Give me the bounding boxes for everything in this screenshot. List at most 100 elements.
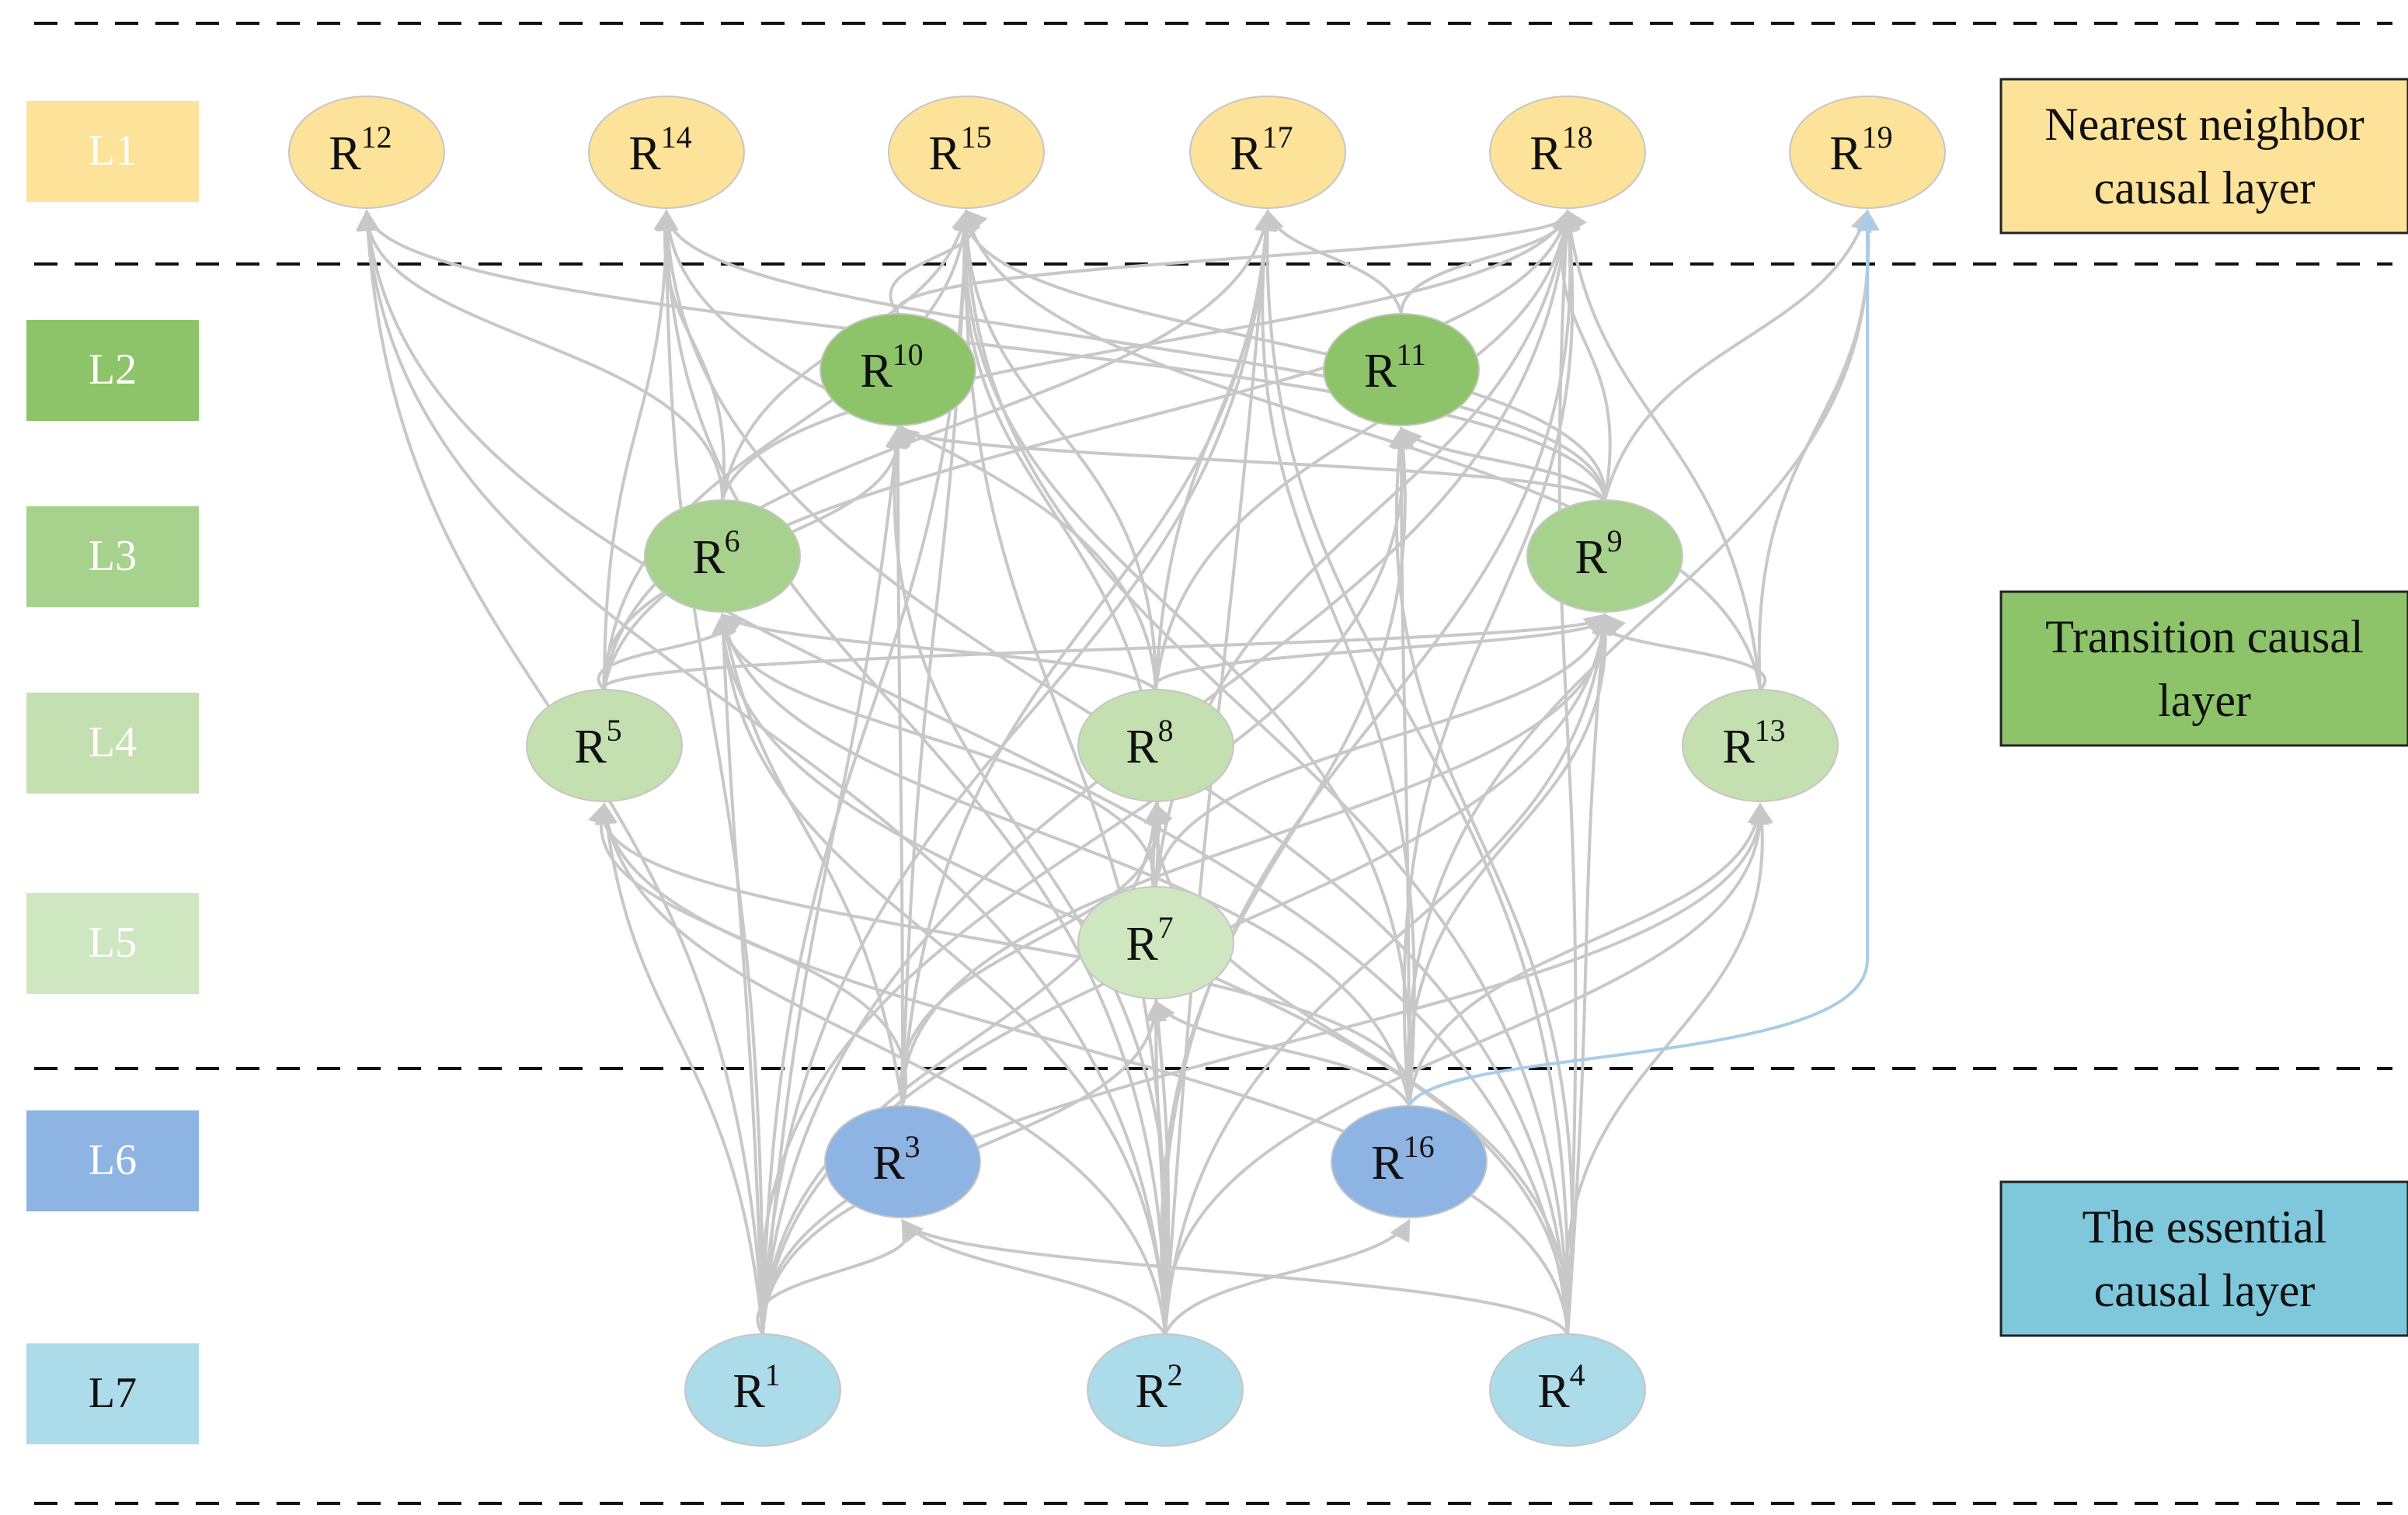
level-swatch-L5 [26,893,199,994]
edge-r1-to-r17 [761,209,1278,1335]
node-r12: R12 [288,96,445,209]
edge-r2-to-r3 [901,1218,1167,1336]
node-superscript: 3 [905,1129,920,1164]
level-swatch-L7 [26,1343,199,1444]
node-r4-label: R4 [1537,1357,1585,1418]
transition-layer-box: Transition causal layer [1999,590,2408,747]
nearest-layer-line1: Nearest neighbor [2044,99,2365,150]
node-r19-label: R19 [1829,120,1892,180]
edge-r16-to-r7 [1154,999,1411,1107]
node-letter: R [1575,531,1607,584]
edge-r2-to-r18 [1161,209,1581,1335]
node-r6: R6 [644,499,801,613]
node-r2: R2 [1087,1333,1244,1447]
node-letter: R [1537,1365,1570,1418]
edge-r16-to-r5 [588,802,1412,1107]
edge-r1-to-r3 [756,1218,924,1336]
edge-r16-to-r19 [1406,209,1880,1107]
node-superscript: 17 [1262,120,1293,155]
node-letter: R [1829,127,1862,180]
level-box-L2: L2 [26,320,199,421]
node-r19: R19 [1789,96,1946,209]
level-label-L6: L6 [89,1136,137,1184]
node-superscript: 8 [1158,713,1174,748]
node-letter: R [1126,918,1158,971]
node-r15-ellipse [888,96,1045,209]
edge-r10-to-r15 [889,209,988,315]
essential-layer-line2: causal layer [2094,1265,2316,1316]
node-r11: R11 [1323,313,1480,426]
node-r19-ellipse [1789,96,1946,209]
level-label-L7: L7 [89,1369,137,1417]
edge-r2-to-r16 [1164,1218,1411,1335]
node-superscript: 15 [961,120,992,155]
edge-r2-to-r9 [1164,613,1614,1335]
transition-layer-swatch [1999,590,2408,747]
node-superscript: 1 [765,1357,781,1392]
node-superscript: 5 [607,713,622,748]
node-superscript: 6 [725,523,740,558]
node-superscript: 9 [1607,523,1623,558]
node-letter: R [329,127,361,180]
edge-r1-to-r14 [656,209,764,1335]
node-r10: R10 [819,313,976,426]
node-r10-label: R10 [860,337,923,398]
level-box-L3: L3 [26,506,199,607]
node-superscript: 11 [1396,337,1426,372]
edge-r9-to-r19 [1603,209,1872,501]
edge-r5-to-r17 [603,209,1276,690]
node-r13-ellipse [1682,689,1839,802]
edge-r5-to-r14 [603,209,677,690]
level-box-L4: L4 [26,693,199,794]
node-r5: R5 [526,689,683,802]
edge-r9-to-r12 [358,209,1606,501]
edge-r3-to-r9 [900,613,1617,1107]
node-r6-ellipse [644,499,801,613]
node-r1-label: R1 [732,1357,780,1418]
node-r16-label: R16 [1371,1129,1434,1190]
edge-r16-to-r19-highlight [1408,209,1878,1107]
edge-r13-to-r18 [1559,209,1762,690]
edge-r3-to-r10 [887,426,910,1107]
transition-layer-line1: Transition causal [2045,611,2363,662]
level-label-L3: L3 [89,532,137,580]
node-letter: R [1230,127,1262,180]
node-r8-label: R8 [1126,713,1173,773]
level-label-L5: L5 [89,919,137,967]
edge-r9-to-r10 [896,427,1606,502]
edge-r16-to-r13 [1408,802,1769,1107]
level-swatch-L4 [26,693,199,794]
node-letter: R [860,345,893,398]
node-superscript: 4 [1570,1357,1585,1392]
essential-layer-box: The essential causal layer [1999,1180,2408,1337]
node-r14-label: R14 [628,120,691,180]
edge-r9-to-r11 [1400,426,1606,502]
node-superscript: 18 [1562,120,1593,155]
node-r3-label: R3 [872,1129,920,1190]
nearest-layer-swatch [1999,78,2408,235]
edge-r2-to-r6 [712,613,1167,1335]
edge-r2-to-r15 [955,209,1167,1335]
node-r16-ellipse [1331,1105,1488,1218]
edge-r6-to-r12 [356,209,724,501]
node-r8: R8 [1077,689,1234,802]
node-letter: R [1126,721,1158,773]
edge-r1-to-r6 [712,613,764,1335]
node-r7-ellipse [1077,886,1234,999]
node-r7: R7 [1077,886,1234,999]
node-r5-label: R5 [574,713,621,773]
edge-r11-to-r17 [1262,209,1403,314]
node-r8-ellipse [1077,689,1234,802]
edge-r13-to-r19 [1757,209,1880,690]
node-r15-label: R15 [928,120,991,180]
node-superscript: 7 [1158,910,1174,945]
node-superscript: 19 [1862,120,1893,155]
node-r2-label: R2 [1135,1357,1182,1418]
node-r9-label: R9 [1575,523,1622,584]
level-label-column: L1 L2 L3 L4 L5 L6 L7 [26,101,199,1444]
node-r16: R16 [1331,1105,1488,1218]
level-swatch-L6 [26,1110,199,1211]
edge-r16-to-r9 [1407,613,1617,1107]
